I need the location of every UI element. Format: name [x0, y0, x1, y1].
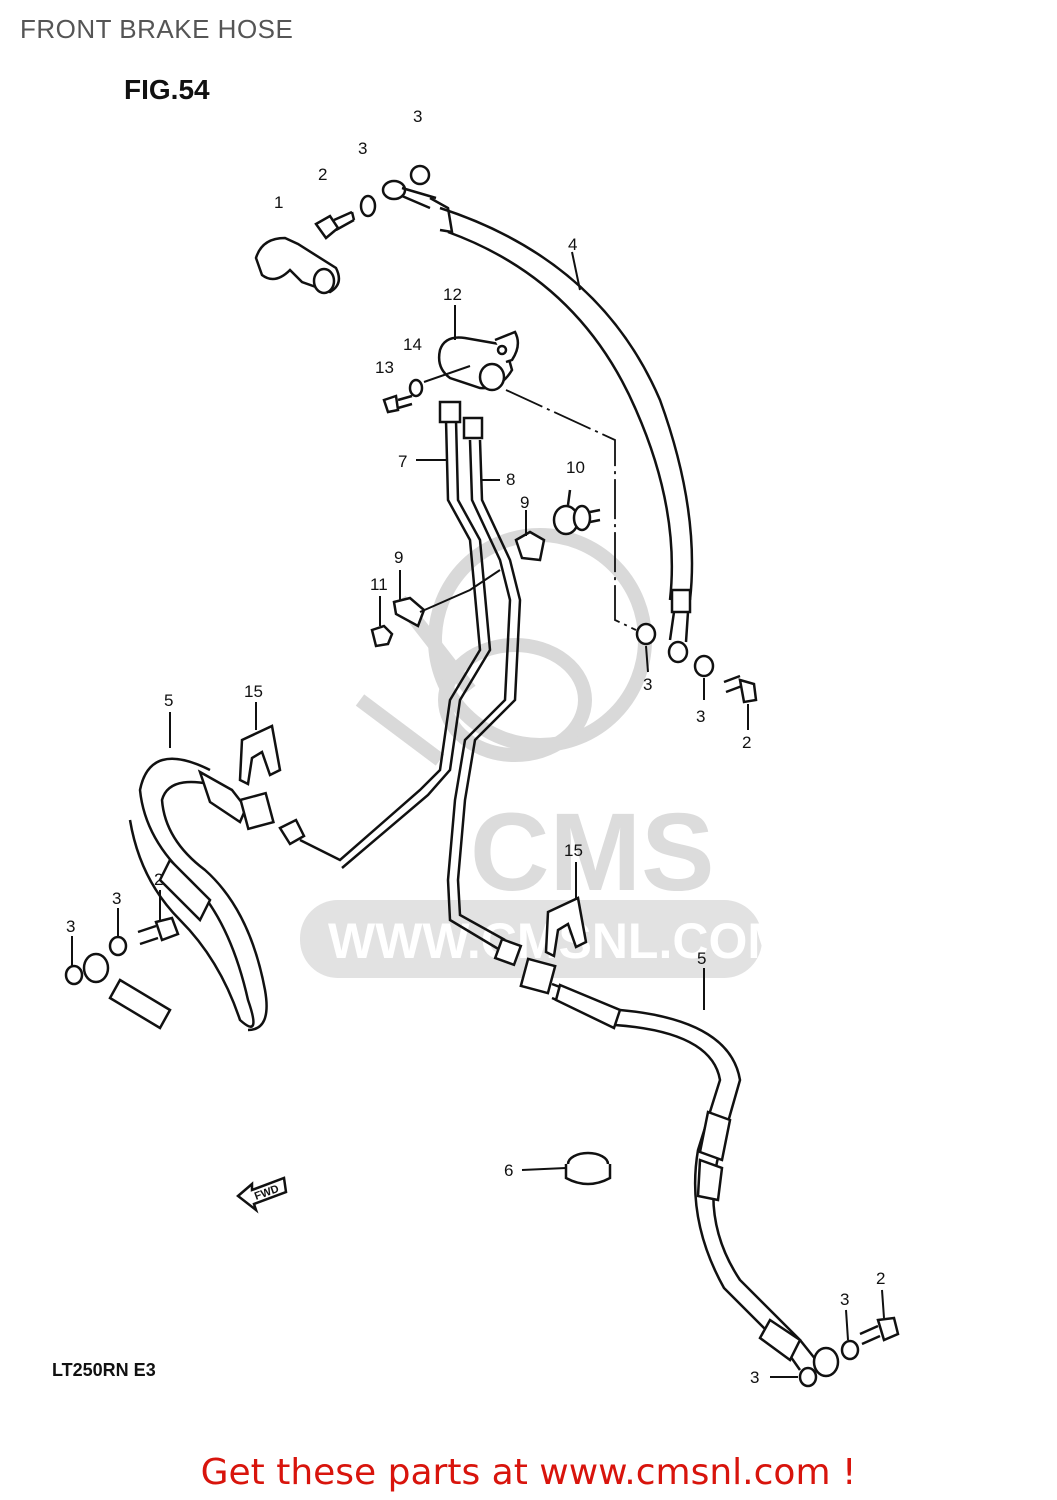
- callout-6: 6: [504, 1161, 513, 1180]
- part-4-hose-leader: [571, 251, 581, 291]
- part-6-clamp: [564, 1151, 612, 1186]
- part-5-left-hose: [82, 757, 275, 1032]
- part-7-end-fitting: [278, 818, 306, 846]
- callout-3-bottom-b: 3: [750, 1368, 759, 1387]
- watermark-mascot-face: [438, 638, 592, 762]
- part-4-upper-hose: [381, 179, 694, 664]
- part-3-washer-top-b: [409, 164, 431, 186]
- parts-diagram: CMS WWW.CMSNL.COM: [64, 107, 900, 1388]
- callout-9-b: 9: [394, 548, 403, 567]
- part-13-bolt: [382, 394, 413, 414]
- part-2-bolt-right: [723, 674, 758, 704]
- part-9-clamp-b: [392, 596, 426, 628]
- part-2-bolt-bottom: [859, 1316, 900, 1346]
- part-3-washer-bottom-b: [798, 1366, 818, 1388]
- callout-10: 10: [566, 458, 585, 477]
- callout-1: 1: [274, 193, 283, 212]
- callout-15-right: 15: [564, 841, 583, 860]
- cta-link[interactable]: Get these parts at www.cmsnl.com !: [200, 1452, 857, 1493]
- fwd-arrow-icon: [236, 1176, 288, 1214]
- callout-3-left-a: 3: [112, 889, 121, 908]
- bottom-fastener-leaders: [770, 1289, 885, 1378]
- part-3-washer-right-a: [635, 622, 657, 646]
- part-9-leaders: [399, 510, 527, 613]
- callout-11: 11: [370, 575, 388, 594]
- callout-14: 14: [403, 335, 422, 354]
- callout-2-right: 2: [742, 733, 751, 752]
- part-2-bolt-left: [137, 916, 180, 946]
- part-10-grommet: [552, 489, 601, 536]
- page-title: FRONT BRAKE HOSE: [20, 14, 294, 44]
- callout-3-top-b: 3: [413, 107, 422, 126]
- figure-label: FIG.54: [124, 74, 210, 105]
- part-12-dash-line: [505, 389, 637, 631]
- callout-13: 13: [375, 358, 394, 377]
- callout-3-left-b: 3: [66, 917, 75, 936]
- callout-5-right: 5: [697, 949, 706, 968]
- callout-9-a: 9: [520, 493, 529, 512]
- callout-7: 7: [398, 452, 407, 471]
- part-15-leaders: [255, 702, 577, 900]
- callout-12: 12: [443, 285, 462, 304]
- callout-3-right-a: 3: [643, 675, 652, 694]
- right-fastener-leaders: [645, 645, 749, 730]
- part-3-washer-left-b: [64, 964, 84, 986]
- part-5-right-hose: [519, 957, 840, 1378]
- part-3-washer-bottom-a: [840, 1339, 860, 1361]
- callout-3-bottom-a: 3: [840, 1290, 849, 1309]
- part-11-nut: [370, 624, 394, 648]
- callout-15-left: 15: [244, 682, 263, 701]
- part-6-leader: [521, 1167, 567, 1171]
- part-1-cap: [254, 236, 341, 295]
- watermark-mascot-head: [428, 528, 652, 752]
- part-15-clip-b: [544, 896, 588, 958]
- part-3-washer-right-b: [693, 654, 715, 678]
- part-15-clip-a: [238, 724, 282, 786]
- parts-13-14-leader: [423, 365, 471, 383]
- callout-4: 4: [568, 235, 577, 254]
- part-9-clamp-a: [514, 530, 546, 562]
- part-3-washer-top-a: [359, 194, 377, 218]
- part-12-junction: [437, 330, 520, 392]
- callout-2-left: 2: [154, 870, 163, 889]
- part-7-pipe: [299, 400, 492, 869]
- model-code: LT250RN E3: [52, 1360, 156, 1380]
- callout-5-left: 5: [164, 691, 173, 710]
- callout-8: 8: [506, 470, 515, 489]
- watermark-banner: [300, 900, 762, 978]
- callout-3-top-a: 3: [358, 139, 367, 158]
- callout-3-right-b: 3: [696, 707, 705, 726]
- part-2-bolt-top: [314, 210, 356, 240]
- watermark-brand: CMS: [470, 791, 714, 914]
- part-3-washer-left-a: [108, 935, 128, 957]
- callout-2-bottom: 2: [876, 1269, 885, 1288]
- part-8-pipe: [446, 416, 523, 967]
- callout-2-top: 2: [318, 165, 327, 184]
- part-14-washer: [408, 378, 424, 398]
- left-fastener-leaders: [71, 890, 161, 966]
